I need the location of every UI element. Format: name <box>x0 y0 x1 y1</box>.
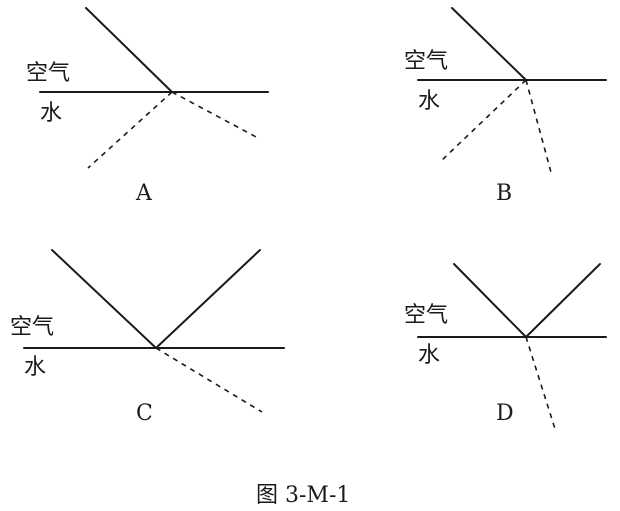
panel-b-refracted-ray <box>525 79 553 177</box>
panel-b-air-label: 空气 <box>404 49 448 74</box>
figure-caption: 图 3-M-1 <box>256 483 350 508</box>
panel-d-water-label: 水 <box>418 343 440 368</box>
panel-c-reflected-ray <box>155 249 261 349</box>
panel-a-water-label: 水 <box>40 101 62 126</box>
panel-a-reflected-ray <box>171 91 259 139</box>
panel-a-air-label: 空气 <box>26 61 70 86</box>
panel-b: 空气 水 B <box>404 7 607 206</box>
panel-d-letter: D <box>496 401 514 426</box>
panel-b-letter: B <box>496 181 512 206</box>
panel-c: 空气 水 C <box>10 249 285 426</box>
panel-b-incident-ray <box>451 7 527 81</box>
panel-d-reflected-ray <box>525 263 601 338</box>
panel-a-refracted-ray <box>87 91 173 169</box>
panel-a: 空气 水 A <box>26 7 269 206</box>
panel-b-water-label: 水 <box>418 89 440 114</box>
panel-c-letter: C <box>136 401 153 426</box>
panel-c-refracted-ray <box>155 347 263 413</box>
panel-d: 空气 水 D <box>404 263 607 433</box>
panel-d-incident-ray <box>453 263 527 338</box>
panel-d-refracted-ray <box>525 336 557 433</box>
panel-c-incident-ray <box>51 249 157 349</box>
panel-c-air-label: 空气 <box>10 315 54 340</box>
panel-a-incident-ray <box>85 7 173 93</box>
panel-c-water-label: 水 <box>24 355 46 380</box>
panel-b-reflected-ray <box>439 79 527 163</box>
panel-d-air-label: 空气 <box>404 303 448 328</box>
panel-a-letter: A <box>135 181 153 206</box>
